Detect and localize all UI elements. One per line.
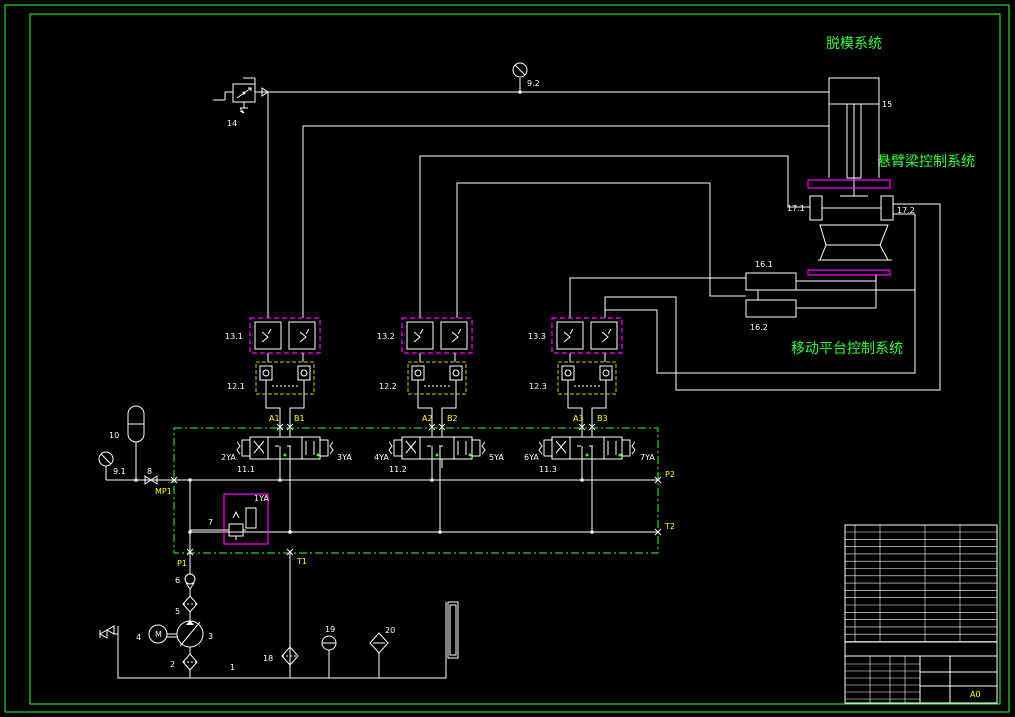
valve-7 (190, 493, 269, 545)
port-p2: P2 (665, 470, 675, 479)
label-10: 10 (109, 431, 119, 440)
port-b3: B3 (597, 414, 608, 423)
relief-valve-14 (213, 77, 269, 114)
lock-valve-12-3 (557, 361, 617, 395)
label-15: 15 (882, 100, 892, 109)
valve-manifold-block (173, 427, 659, 554)
pressure-tank-lines (111, 446, 658, 678)
work-lines (302, 125, 941, 391)
label-13-1: 13.1 (225, 332, 243, 341)
check-valve-13-3 (551, 317, 623, 354)
solenoid-1ya: 1YA (254, 494, 269, 503)
port-x-marks[interactable] (170, 476, 662, 556)
port-b2: B2 (447, 414, 458, 423)
label-11-2: 11.2 (389, 465, 407, 474)
cylinders-16 (745, 272, 877, 318)
label-19: 19 (325, 625, 335, 634)
label-12-2: 12.2 (379, 382, 397, 391)
check-valve-13-1 (249, 317, 321, 354)
label-9-1: 9.1 (113, 467, 126, 476)
label-16-2: 16.2 (750, 323, 768, 332)
inner-border (29, 13, 1001, 705)
port-a3: A3 (573, 414, 584, 423)
title-demolding-system: 脱模系统 (826, 36, 882, 52)
label-11-3: 11.3 (539, 465, 557, 474)
port-mp1: MP1 (155, 487, 172, 496)
label-5: 5 (175, 607, 180, 616)
label-7: 7 (208, 518, 213, 527)
solenoid-2ya: 2YA (221, 453, 236, 462)
port-b1: B1 (294, 414, 305, 423)
lock-valve-12-2 (407, 361, 467, 395)
label-11-1: 11.1 (237, 465, 255, 474)
motor-symbol: M (155, 630, 162, 639)
port-a2: A2 (422, 414, 433, 423)
label-12-3: 12.3 (529, 382, 547, 391)
pump-unit (98, 553, 459, 679)
return-filter-18 (281, 646, 299, 666)
label-13-3: 13.3 (528, 332, 546, 341)
label-4: 4 (136, 633, 141, 642)
label-14: 14 (227, 119, 237, 128)
port-t1: T1 (296, 557, 307, 566)
solenoid-7ya: 7YA (640, 453, 655, 462)
solenoid-3ya: 3YA (337, 453, 352, 462)
gauge-9-1 (98, 451, 114, 481)
cooler-20 (369, 632, 389, 678)
port-t2: T2 (664, 522, 675, 531)
label-20: 20 (385, 626, 395, 635)
valve-8[interactable] (144, 475, 158, 485)
title-block (844, 524, 998, 704)
label-1: 1 (230, 663, 235, 672)
port-p1: P1 (177, 559, 187, 568)
check-valve-13-2 (401, 317, 473, 354)
solenoid-6ya: 6YA (524, 453, 539, 462)
label-3: 3 (208, 632, 213, 641)
top-pressure-line (267, 78, 829, 318)
label-16-1: 16.1 (755, 260, 773, 269)
cylinders-17 (807, 179, 894, 276)
label-6: 6 (175, 576, 180, 585)
title-mobile-platform-system: 移动平台控制系统 (791, 341, 903, 357)
label-13-2: 13.2 (377, 332, 395, 341)
cylinder-15 (828, 77, 880, 197)
solenoid-5ya: 5YA (489, 453, 504, 462)
label-12-1: 12.1 (227, 382, 245, 391)
lock-valve-12-1 (255, 361, 315, 395)
label-8: 8 (147, 467, 152, 476)
gauge-9-2 (512, 62, 528, 78)
valve-sections (236, 317, 636, 468)
level-gauge-19 (321, 635, 337, 678)
label-18: 18 (263, 654, 273, 663)
solenoid-4ya: 4YA (374, 453, 389, 462)
sheet-size: A0 (970, 690, 981, 699)
outer-border (4, 4, 1010, 713)
label-9-2: 9.2 (527, 79, 540, 88)
port-a1: A1 (269, 414, 280, 423)
title-cantilever-system: 悬臂梁控制系统 (877, 154, 975, 170)
label-17-2: 17.2 (897, 206, 915, 215)
label-2: 2 (170, 660, 175, 669)
accumulator-10 (127, 405, 145, 482)
label-17-1: 17.1 (787, 204, 805, 213)
